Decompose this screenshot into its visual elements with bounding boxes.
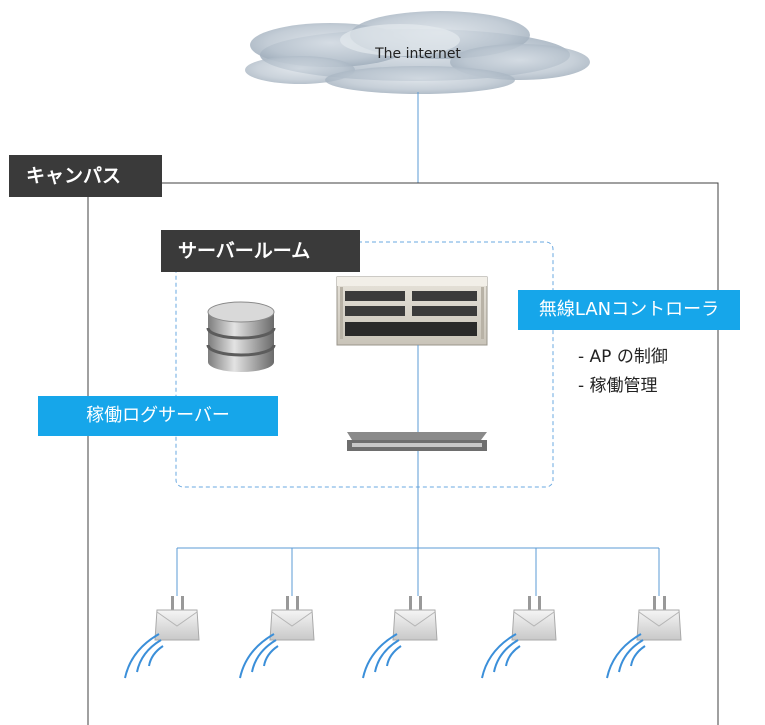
- wifi-signal-icon: [124, 633, 164, 679]
- server-room-label: サーバールーム: [161, 230, 360, 272]
- wireless-lan-controller-icon: [336, 276, 488, 346]
- controller-notes: - AP の制御 - 稼働管理: [578, 343, 668, 401]
- campus-label: キャンパス: [9, 155, 162, 197]
- wifi-signal-icon: [239, 633, 279, 679]
- access-point-icon: [636, 596, 682, 641]
- access-point-icon: [269, 596, 315, 641]
- wifi-signal-icon: [606, 633, 646, 679]
- log-server-database-icon: [206, 301, 276, 372]
- wifi-signal-icon: [481, 633, 521, 679]
- campus-boundary: [87, 182, 719, 725]
- internet-cloud-icon: [245, 11, 590, 94]
- wireless-lan-controller-label: 無線LANコントローラ: [518, 290, 740, 330]
- wifi-signal-icon: [362, 633, 402, 679]
- network-switch-icon: [347, 432, 487, 451]
- access-point-icon: [511, 596, 557, 641]
- internet-label: The internet: [375, 46, 461, 62]
- access-point-icon: [154, 596, 200, 641]
- access-point-icon: [392, 596, 438, 641]
- controller-note-ap-control: - AP の制御: [578, 347, 668, 367]
- log-server-label: 稼働ログサーバー: [38, 396, 278, 436]
- controller-note-operation-management: - 稼働管理: [578, 376, 658, 396]
